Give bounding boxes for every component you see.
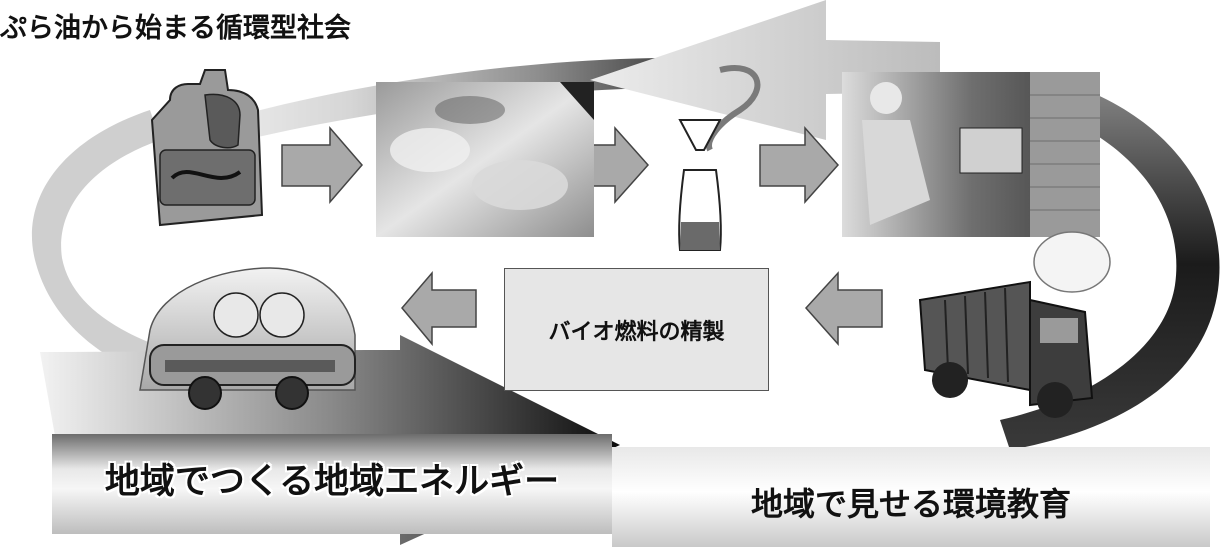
tempura-frying-photo [376, 82, 594, 237]
cycle-ring-right [1000, 78, 1220, 450]
arrow-1 [281, 125, 363, 205]
garbage-truck-icon [918, 231, 1111, 418]
top-arrow [590, 0, 940, 140]
energy-banner: 地域でつくる地域エネルギー [52, 434, 612, 534]
energy-banner-label: 地域でつくる地域エネルギー [104, 461, 560, 502]
arrow-4 [401, 270, 477, 347]
funnel-bottle-icon [678, 65, 761, 251]
refinement-box: バイオ燃料の精製 [504, 268, 769, 391]
arrow-3 [759, 126, 840, 204]
education-banner: 地域で見せる環境教育 [612, 447, 1210, 547]
page-title: ぷら油から始まる循環型社会 [0, 13, 351, 44]
refinement-label: バイオ燃料の精製 [548, 319, 725, 345]
education-banner-label: 地域で見せる環境教育 [750, 485, 1071, 523]
arrow-5 [804, 271, 883, 346]
oil-jug-icon [150, 69, 264, 227]
cycle-ring-left [31, 110, 170, 380]
collection-machine-photo [842, 72, 1100, 237]
bus-with-children-icon [139, 267, 356, 410]
